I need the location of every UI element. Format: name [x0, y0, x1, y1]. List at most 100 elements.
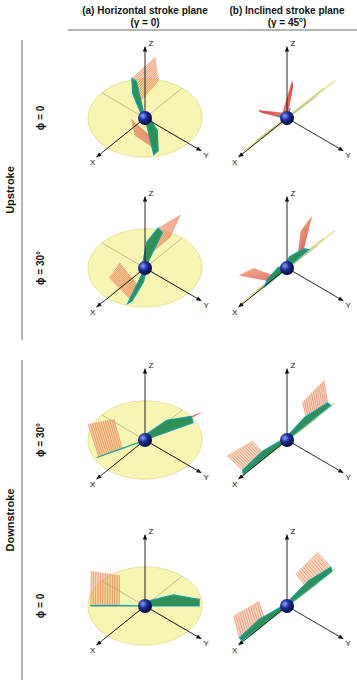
header-rule [68, 30, 357, 31]
axis [145, 118, 201, 151]
trace-line [314, 556, 327, 571]
axis [145, 268, 201, 301]
trace-line [112, 574, 113, 606]
trace-line [317, 552, 330, 567]
trace-line [303, 219, 310, 251]
axis-label: Y [345, 473, 350, 482]
axis-label: X [90, 481, 95, 490]
trace-line [231, 453, 247, 468]
wing [97, 441, 143, 458]
axis [97, 606, 145, 645]
body-sphere [280, 599, 294, 613]
trace-line [107, 573, 108, 605]
trace-line [99, 422, 109, 453]
axis [97, 440, 145, 479]
trace-line [100, 572, 101, 605]
axis-label: Z [149, 527, 154, 536]
trace-line [94, 423, 104, 455]
trace-line [133, 59, 156, 80]
column-heading: (b) Inclined stroke plane [229, 5, 344, 16]
wing-trace [88, 419, 122, 457]
axis [287, 440, 343, 473]
trace-line [319, 386, 323, 408]
trace-line [283, 82, 293, 116]
axis [145, 197, 146, 268]
axis-label: Z [291, 189, 296, 198]
trace-line [227, 456, 243, 471]
trace-line [320, 384, 324, 406]
trace-line [158, 217, 180, 230]
column-heading: (γ = 45°) [268, 17, 307, 28]
wing [243, 439, 284, 474]
wing [150, 595, 200, 606]
axis [239, 268, 287, 307]
trace-line [304, 217, 312, 249]
trace-line [105, 573, 106, 606]
wing-panel [227, 369, 343, 479]
column-heading: (a) Horizontal stroke plane [82, 5, 208, 16]
trace-line [238, 613, 244, 635]
axis-label: X [90, 159, 95, 168]
trace-line [88, 424, 99, 457]
axis-label: Y [345, 151, 350, 160]
trace-line [324, 380, 328, 403]
angle-label: ϕ = 30° [35, 423, 46, 457]
trace-line [90, 571, 91, 606]
axis-label: Y [203, 473, 208, 482]
axis [287, 606, 343, 639]
axis [239, 440, 287, 479]
trace-line [235, 451, 250, 466]
trace-line [92, 423, 103, 455]
trace-line [302, 221, 309, 252]
axis-label: Z [149, 39, 154, 48]
axis-label: Y [203, 301, 208, 310]
trace-line [242, 611, 248, 633]
trace-line [119, 575, 120, 606]
trace-line [112, 419, 121, 449]
body-sphere [280, 433, 294, 447]
phase-label: Upstroke [4, 166, 16, 214]
trace-line [240, 275, 267, 280]
trace-line [158, 215, 181, 228]
axis [145, 606, 201, 639]
angle-label: ϕ = 0 [35, 106, 46, 130]
wing [147, 416, 193, 438]
body-sphere [138, 433, 152, 447]
angle-label: ϕ = 30° [35, 251, 46, 285]
wing-panel [88, 197, 202, 307]
wing-panel [233, 535, 343, 645]
axis [145, 535, 146, 606]
trace-line [114, 419, 122, 448]
trace-line [110, 420, 119, 450]
axis-label: X [232, 647, 237, 656]
trace-line [114, 575, 115, 606]
axis-label: Z [291, 39, 296, 48]
wing-panel [88, 369, 202, 479]
axis-label: Z [291, 527, 296, 536]
wing [288, 403, 330, 437]
axis-label: Y [203, 151, 208, 160]
axis [145, 440, 201, 473]
wing-panel [239, 197, 344, 307]
axis [287, 118, 343, 151]
column-heading: (γ = 0) [130, 17, 159, 28]
trace-line [233, 616, 239, 638]
axis-label: X [90, 647, 95, 656]
trace-line [116, 575, 117, 606]
axis-label: Z [149, 189, 154, 198]
wing-panel [239, 47, 344, 157]
trace-line [110, 276, 132, 299]
trace-line [93, 571, 94, 605]
wing-trace [91, 571, 120, 606]
body-sphere [280, 261, 294, 275]
axis [239, 118, 287, 157]
trace-line [322, 382, 326, 405]
wing-panel [88, 47, 202, 157]
body-sphere [138, 599, 152, 613]
angle-label: ϕ = 0 [35, 594, 46, 618]
trace-line [303, 218, 311, 250]
axis [287, 197, 288, 268]
trace-line [132, 57, 156, 78]
